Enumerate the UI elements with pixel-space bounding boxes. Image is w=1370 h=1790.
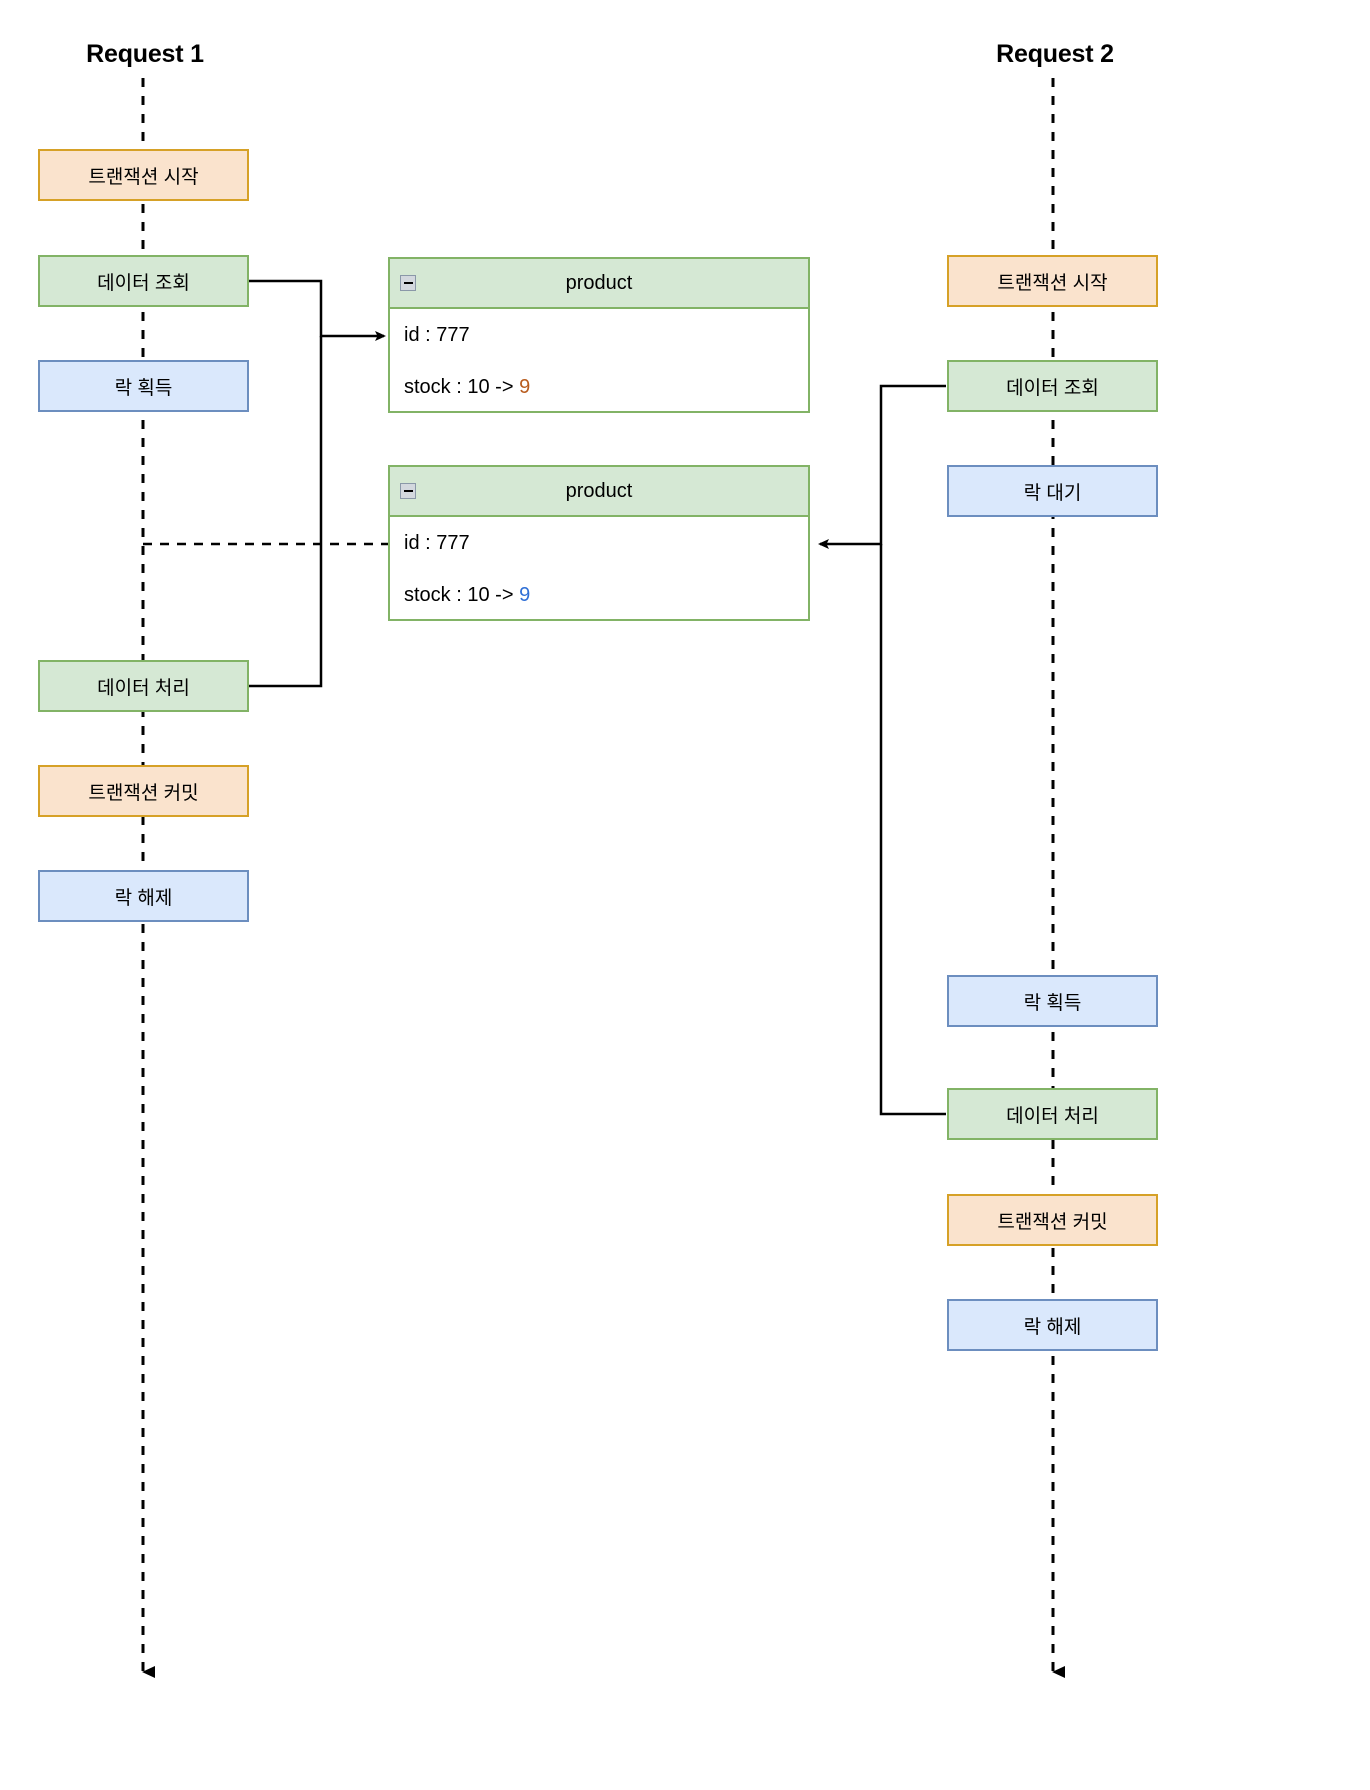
r2-step-data-process[interactable]: 데이터 처리 xyxy=(947,1088,1158,1140)
r1-step-data-process[interactable]: 데이터 처리 xyxy=(38,660,249,712)
r1-step-data-read[interactable]: 데이터 조회 xyxy=(38,255,249,307)
entity-product-top-stock-value: 9 xyxy=(519,375,531,398)
entity-product-top-header: product xyxy=(390,259,808,309)
r2-step-lock-acquire[interactable]: 락 획득 xyxy=(947,975,1158,1027)
r2-step-transaction-commit[interactable]: 트랜잭션 커밋 xyxy=(947,1194,1158,1246)
collapse-minus-icon[interactable] xyxy=(400,483,416,499)
entity-product-bottom-id-text: id : 777 xyxy=(404,531,470,554)
lane-title-request-2: Request 2 xyxy=(996,40,1114,68)
entity-product-top-stock-prefix: stock : 10 -> xyxy=(404,375,520,398)
collapse-minus-icon[interactable] xyxy=(400,275,416,291)
entity-product-top-title: product xyxy=(565,271,633,294)
entity-product-bottom-body: id : 777 stock : 10 -> 9 xyxy=(390,517,808,621)
entity-product-top-row-id: id : 777 xyxy=(390,309,808,361)
entity-product-top-row-stock: stock : 10 -> 9 xyxy=(390,361,808,413)
r2-step-lock-wait[interactable]: 락 대기 xyxy=(947,465,1158,517)
r1-step-lock-release[interactable]: 락 해제 xyxy=(38,870,249,922)
entity-product-bottom-stock-prefix: stock : 10 -> xyxy=(404,583,520,606)
entity-product-top-id-text: id : 777 xyxy=(404,323,470,346)
entity-product-bottom-row-id: id : 777 xyxy=(390,517,808,569)
connector-r2-read-to-product-bottom xyxy=(818,384,946,549)
connector-r2-process-to-product-bottom xyxy=(879,544,946,1116)
r2-step-transaction-begin[interactable]: 트랜잭션 시작 xyxy=(947,255,1158,307)
entity-product-bottom-row-stock: stock : 10 -> 9 xyxy=(390,569,808,621)
connector-r1-process-to-product-top xyxy=(249,336,323,688)
r1-step-transaction-commit[interactable]: 트랜잭션 커밋 xyxy=(38,765,249,817)
r2-step-data-read[interactable]: 데이터 조회 xyxy=(947,360,1158,412)
connector-r1-read-to-product-top xyxy=(249,279,386,341)
entity-product-top-body: id : 777 stock : 10 -> 9 xyxy=(390,309,808,413)
r2-step-lock-release[interactable]: 락 해제 xyxy=(947,1299,1158,1351)
entity-product-bottom-title: product xyxy=(565,479,633,502)
r1-step-transaction-begin[interactable]: 트랜잭션 시작 xyxy=(38,149,249,201)
r1-step-lock-acquire[interactable]: 락 획득 xyxy=(38,360,249,412)
entity-product-bottom-header: product xyxy=(390,467,808,517)
entity-product-bottom[interactable]: product id : 777 stock : 10 -> 9 xyxy=(388,465,810,621)
entity-product-top[interactable]: product id : 777 stock : 10 -> 9 xyxy=(388,257,810,413)
lane-title-request-1: Request 1 xyxy=(86,40,204,68)
entity-product-bottom-stock-value: 9 xyxy=(519,583,531,606)
